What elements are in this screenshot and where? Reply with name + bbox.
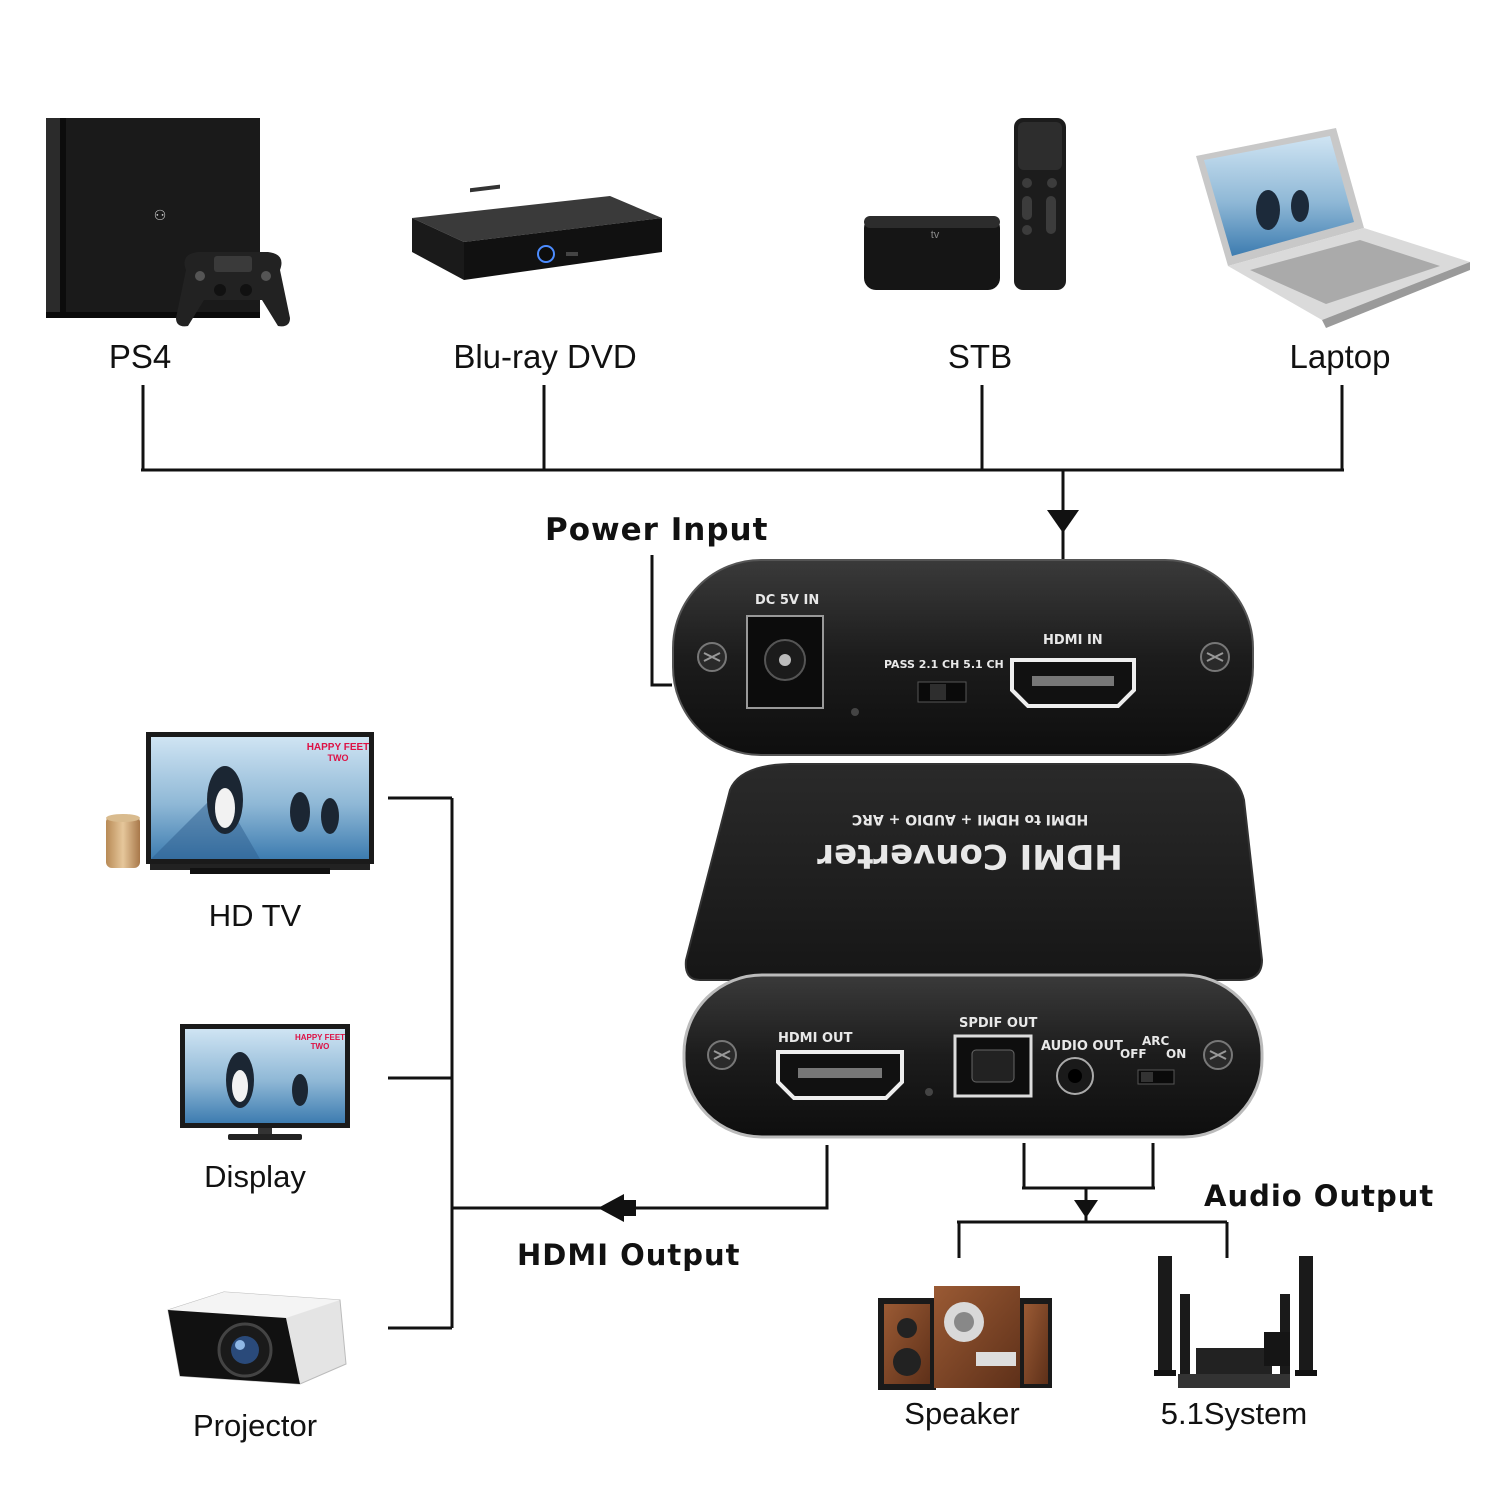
- audio-out-jack: [1056, 1057, 1094, 1095]
- spdif-out-label: SPDIF OUT: [959, 1016, 1038, 1031]
- svg-text:tv: tv: [931, 229, 940, 241]
- status-led: [851, 708, 859, 716]
- movie-subtitle-display: TWO: [311, 1042, 330, 1051]
- speaker-system-icon: [878, 1286, 1052, 1390]
- display-label-projector: Projector: [193, 1408, 317, 1443]
- bluray-player-icon: [412, 184, 662, 280]
- ps4-controller-icon: [176, 252, 290, 327]
- movie-subtitle-hdtv: TWO: [328, 753, 349, 763]
- ps4-console-icon: ⚇: [46, 118, 260, 318]
- hdmi-out-port: [776, 1050, 904, 1100]
- smart-speaker-icon: [106, 814, 140, 868]
- channel-switch-label: PASS 2.1 CH 5.1 CH: [884, 658, 1004, 671]
- converter-title: HDMI Converter: [817, 836, 1123, 876]
- audio-output-lines: [957, 1143, 1229, 1258]
- monitor-icon: HAPPY FEET TWO: [180, 1024, 350, 1140]
- laptop-icon: [1196, 128, 1470, 328]
- source-label-laptop: Laptop: [1290, 338, 1391, 375]
- svg-text:⚇: ⚇: [154, 207, 167, 223]
- front-panel-screws: [707, 1040, 1233, 1070]
- hdmi-out-label: HDMI OUT: [778, 1031, 853, 1046]
- power-input-leader-line: [650, 555, 672, 687]
- display-label-hdtv: HD TV: [209, 898, 302, 933]
- channel-switch: [917, 681, 967, 703]
- converter-top-text: HDMI Converter HDMI to HDMI + AUDIO + AR…: [817, 811, 1123, 876]
- front-status-led: [925, 1088, 933, 1096]
- callout-hdmi-output: HDMI Output: [517, 1238, 741, 1272]
- set-top-box-icon: tv: [864, 216, 1000, 290]
- hdmi-output-lines: [388, 796, 829, 1330]
- display-label-display: Display: [204, 1159, 306, 1194]
- audio-arrow-icon: [1074, 1200, 1098, 1218]
- movie-title-display: HAPPY FEET: [295, 1033, 345, 1042]
- hdtv-icon: HAPPY FEET TWO: [146, 732, 374, 874]
- projector-icon: [167, 1291, 347, 1385]
- spdif-out-port: [953, 1034, 1033, 1098]
- surround-system-icon: [1154, 1256, 1317, 1388]
- callout-power-input: Power Input: [545, 512, 768, 548]
- dc-in-label: DC 5V IN: [755, 593, 819, 608]
- input-arrow-icon: [1047, 510, 1079, 533]
- arc-off-label: OFF: [1120, 1047, 1147, 1061]
- converter-subtitle: HDMI to HDMI + AUDIO + ARC: [852, 811, 1088, 827]
- source-label-ps4: PS4: [109, 338, 171, 375]
- hdmi-in-port: [1010, 658, 1136, 708]
- source-label-stb: STB: [948, 338, 1012, 375]
- movie-title-hdtv: HAPPY FEET: [307, 742, 370, 753]
- callout-audio-output: Audio Output: [1204, 1179, 1434, 1213]
- arc-label: ARC: [1142, 1034, 1170, 1048]
- remote-control-icon: [1014, 118, 1066, 290]
- source-label-bluray: Blu-ray DVD: [453, 338, 636, 375]
- hdmi-in-label: HDMI IN: [1043, 633, 1103, 648]
- arc-switch: [1137, 1069, 1175, 1085]
- output-arrow-icon: [598, 1194, 636, 1222]
- dc-power-jack: [746, 615, 824, 709]
- arc-on-label: ON: [1166, 1047, 1186, 1061]
- audio-label-51system: 5.1System: [1161, 1396, 1307, 1431]
- audio-label-speaker: Speaker: [904, 1396, 1019, 1431]
- audio-out-label: AUDIO OUT: [1041, 1039, 1123, 1054]
